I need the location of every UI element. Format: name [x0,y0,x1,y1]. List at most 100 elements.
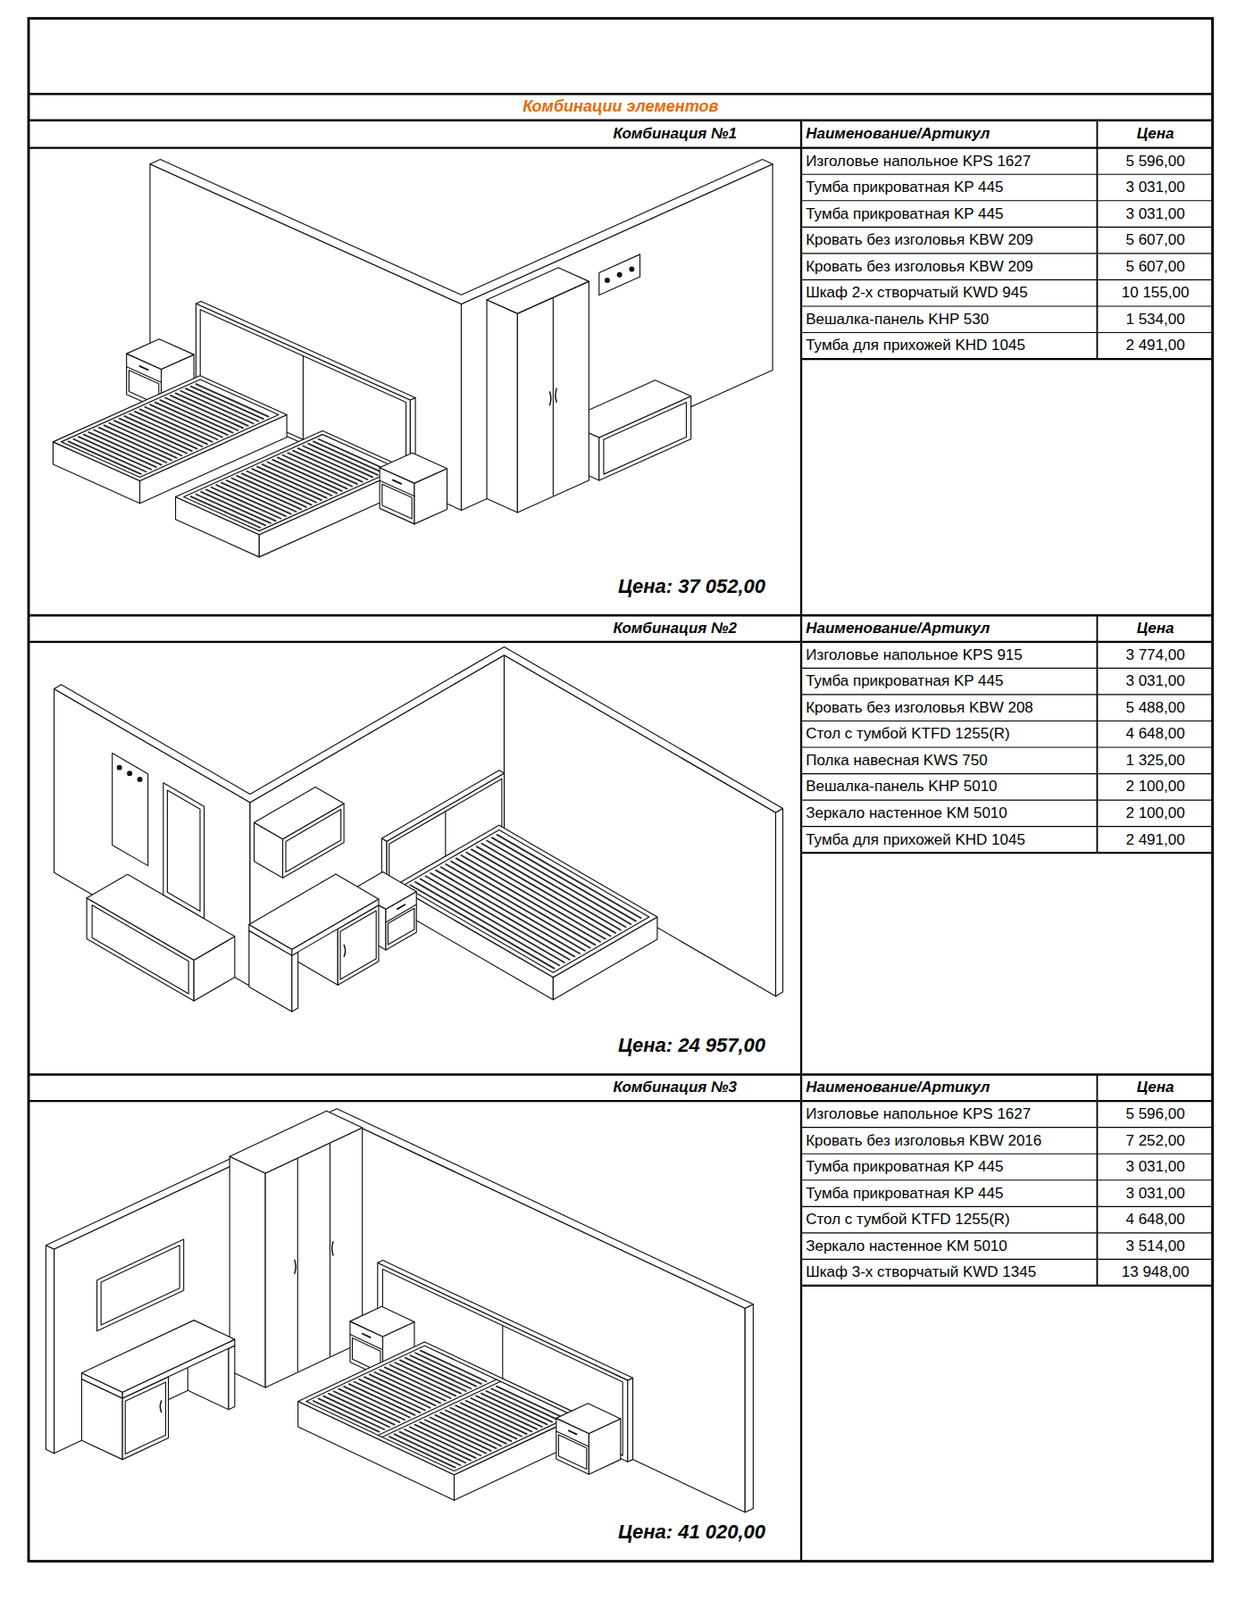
item-name: Вешалка-панель KHP 5010 [802,773,1096,801]
hook [604,277,611,284]
bed-slat [302,445,373,477]
grid-line [801,332,1213,334]
item-name: Кровать без изголовья KBW 208 [802,694,1096,722]
grid-line [801,252,1213,254]
hook [117,765,123,771]
item-price: 2 491,00 [1098,827,1213,854]
bed-slat [425,1420,492,1452]
item-name: Кровать без изголовья KBW 2016 [802,1128,1096,1155]
hook [628,267,635,273]
page-border [28,18,1213,1563]
nightstand [350,1306,415,1338]
item-name: Кровать без изголовья KBW 209 [802,253,1096,281]
desk-top [81,1320,235,1394]
drawer-handle [397,904,405,910]
bed-frame [394,825,658,978]
item-name: Изголовье напольное KPS 1627 [802,1101,1096,1129]
bed-slat [369,1374,436,1406]
item-name: Вешалка-панель KHP 530 [802,306,1096,334]
door-handle [332,1241,335,1256]
bed-slat [216,484,286,517]
bed-slat [185,388,259,422]
bed-slat [313,441,384,473]
grid-line [801,1179,1213,1181]
item-price: 2 491,00 [1098,332,1213,360]
item-price: 3 031,00 [1098,1153,1213,1181]
wall-end [775,808,783,996]
combination-heading: Комбинация №3 [28,1074,737,1102]
bed-slat [476,846,621,930]
bed-slat [247,471,318,503]
column-header: Цена [1098,1074,1213,1102]
grid-line [801,1153,1213,1155]
room-2 [54,646,784,1012]
bed-slat [430,1418,497,1450]
bed-slat [323,1396,390,1429]
wall-shelf [254,786,345,839]
item-price: 1 534,00 [1098,306,1213,334]
door-split [329,1144,331,1357]
bed-slat [415,1353,482,1385]
bed-slat [409,1427,477,1459]
hook [126,770,133,777]
nightstand [379,452,447,484]
item-name: Изголовье напольное KPS 1627 [802,148,1096,176]
bed-slat [277,457,348,489]
total-price: Цена: 37 052,00 [28,570,766,604]
bed-slat [272,459,343,492]
combination-heading: Комбинация №2 [28,615,737,643]
hall-cabinet-opening [91,905,189,995]
door-handle [555,388,558,403]
bed-slat [334,1391,401,1423]
grid-line [28,1073,1213,1077]
grid-line [28,147,1213,150]
drawer-line [350,1335,384,1351]
bed-slat [466,1401,533,1433]
item-name: Полка навесная KWS 750 [802,747,1096,775]
bed-slat [409,1355,477,1388]
door-handle [549,391,552,406]
bed-slat [308,443,378,476]
bed-slat [399,1432,466,1464]
grid-line [801,668,1213,669]
item-name: Шкаф 2-х створчатый KWD 945 [802,279,1096,307]
column-header: Цена [1098,120,1213,149]
item-name: Кровать без изголовья KBW 209 [802,226,1096,254]
item-price: 3 774,00 [1098,642,1213,669]
bed-slat [354,1382,421,1414]
wardrobe [486,267,589,314]
item-price: 3 514,00 [1098,1233,1213,1261]
bed-slat [394,1362,461,1395]
item-price: 13 948,00 [1098,1259,1213,1287]
hook [137,777,143,783]
bed-slat [191,496,261,528]
item-name: Тумба прикроватная KP 445 [802,1153,1096,1181]
bed-slat [359,1379,426,1412]
grid-line [801,1232,1213,1234]
bed-slat [200,492,271,524]
door-handle [343,944,346,958]
bed-slat [318,1398,385,1430]
grid-line [801,826,1213,828]
item-name: Тумба для прихожей KHD 1045 [802,827,1096,854]
item-price: 3 031,00 [1098,200,1213,228]
headboard [381,770,504,843]
mirror-glass [100,1245,180,1326]
wall-top [150,159,773,305]
grid-line [801,279,1213,281]
bed-slat [364,1377,431,1409]
item-price: 4 648,00 [1098,720,1213,748]
grid-line [801,305,1213,307]
item-price: 2 100,00 [1098,800,1213,828]
wall-end [744,1304,753,1513]
bed-slat [236,476,307,508]
bed-slat [313,1401,380,1433]
bed-slat [434,1415,502,1447]
item-price: 1 325,00 [1098,747,1213,775]
grid-line [28,641,1213,644]
drawer-line [556,1431,590,1447]
desk-top [249,874,379,950]
column-header: Наименование/Артикул [802,120,1096,149]
